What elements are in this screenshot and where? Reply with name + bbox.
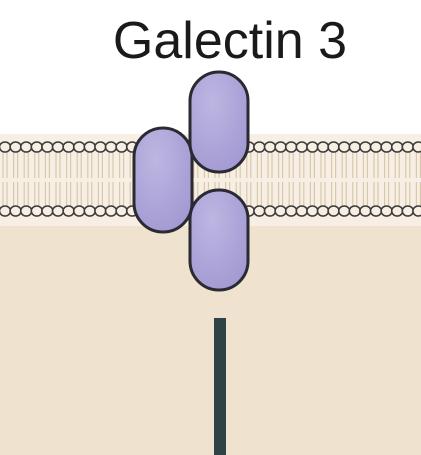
- lipid-head: [307, 206, 318, 216]
- lipid-head: [116, 206, 127, 216]
- lipid-head: [0, 142, 11, 152]
- lipid-head: [360, 206, 371, 216]
- lipid-head: [53, 206, 64, 216]
- lipid-head: [74, 206, 85, 216]
- lipid-head: [328, 206, 339, 216]
- lipid-head: [392, 142, 403, 152]
- lipid-head: [63, 206, 74, 216]
- lipid-head: [21, 142, 32, 152]
- lipid-head: [349, 206, 360, 216]
- lipid-head: [307, 142, 318, 152]
- lipid-head: [402, 206, 413, 216]
- lipid-head: [318, 206, 329, 216]
- lipid-head: [74, 142, 85, 152]
- lipid-head: [402, 142, 413, 152]
- lipid-head: [339, 142, 350, 152]
- lipid-head: [318, 142, 329, 152]
- signalling-stalk: [214, 318, 226, 455]
- galectin-domain-lower: [190, 190, 248, 290]
- lipid-head: [275, 142, 286, 152]
- lipid-head: [328, 142, 339, 152]
- lipid-head: [10, 142, 21, 152]
- lipid-head: [10, 206, 21, 216]
- lipid-head: [0, 206, 11, 216]
- lipid-head: [371, 206, 382, 216]
- lipid-head: [106, 142, 117, 152]
- lipid-head: [95, 142, 106, 152]
- lipid-head: [53, 142, 64, 152]
- lipid-head: [413, 142, 421, 152]
- lipid-head: [286, 206, 297, 216]
- lipid-head: [254, 206, 265, 216]
- lipid-head: [275, 206, 286, 216]
- lipid-head: [254, 142, 265, 152]
- lipid-head: [371, 142, 382, 152]
- lipid-head: [31, 142, 42, 152]
- lipid-head: [360, 142, 371, 152]
- lipid-head: [265, 142, 276, 152]
- galectin-domain-upper: [190, 72, 248, 172]
- lipid-head: [349, 142, 360, 152]
- lipid-head: [42, 206, 53, 216]
- lipid-head: [42, 142, 53, 152]
- lipid-head: [31, 206, 42, 216]
- lipid-head: [381, 142, 392, 152]
- lipid-head: [95, 206, 106, 216]
- lipid-head: [63, 142, 74, 152]
- lipid-head: [381, 206, 392, 216]
- lipid-head: [84, 142, 95, 152]
- diagram-title: Galectin 3: [113, 12, 347, 70]
- lipid-head: [339, 206, 350, 216]
- lipid-head: [265, 206, 276, 216]
- lipid-head: [296, 206, 307, 216]
- lipid-head: [21, 206, 32, 216]
- galectin-domain-left: [134, 128, 192, 232]
- lipid-head: [106, 206, 117, 216]
- lipid-head: [392, 206, 403, 216]
- lipid-head: [84, 206, 95, 216]
- lipid-head: [286, 142, 297, 152]
- lipid-head: [296, 142, 307, 152]
- lipid-head: [413, 206, 421, 216]
- lipid-head: [116, 142, 127, 152]
